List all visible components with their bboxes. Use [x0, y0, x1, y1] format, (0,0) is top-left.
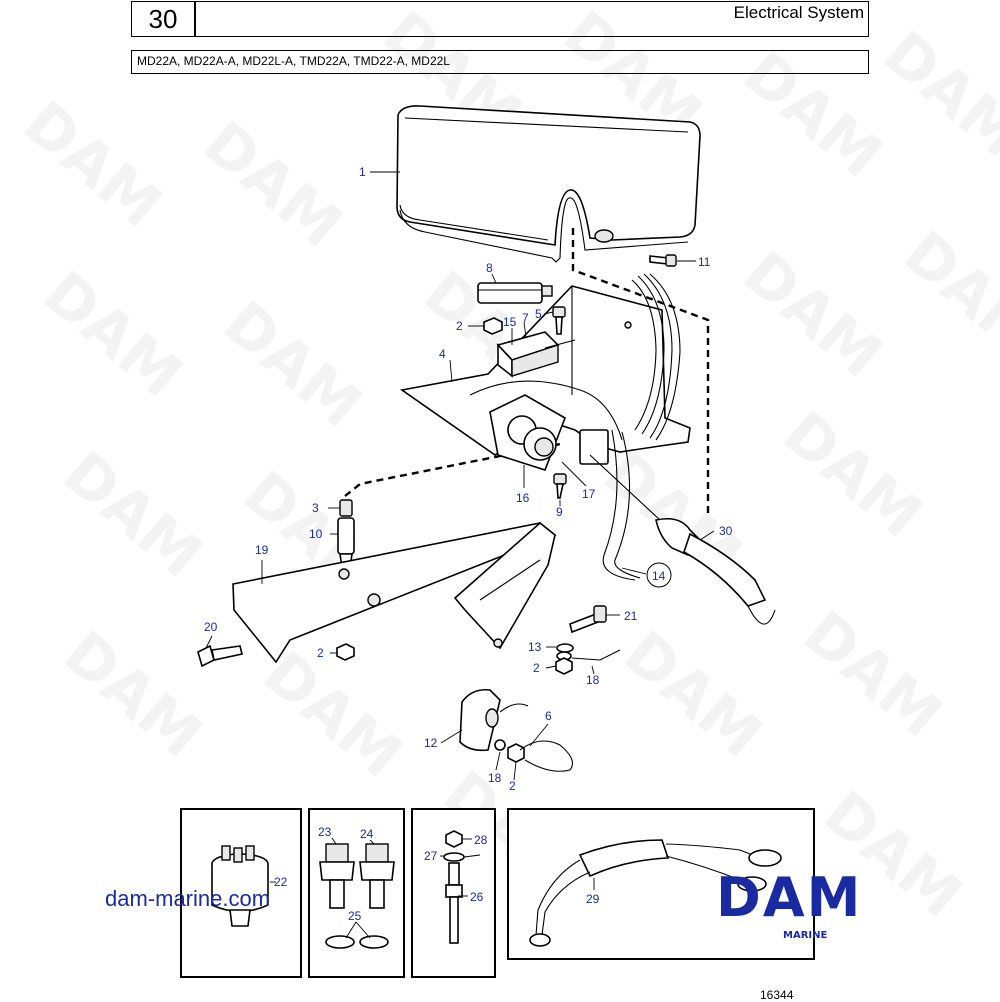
washer-stack [555, 643, 621, 675]
callout-3: 3 [312, 501, 319, 515]
callout-30: 30 [719, 524, 733, 538]
watermark-text: DAM [10, 88, 174, 242]
callout-5: 5 [535, 307, 542, 321]
assembly-line [571, 228, 710, 515]
section-title-box: Electrical System [195, 1, 869, 37]
watermark-text: DAM [50, 618, 214, 772]
callout-2: 2 [317, 646, 324, 660]
callout-21: 21 [624, 609, 638, 623]
model-list: MD22A, MD22A-A, MD22L-A, TMD22A, TMD22-A… [137, 54, 450, 68]
callout-1: 1 [359, 165, 366, 179]
watermark-text: DAM [790, 598, 954, 752]
callout-6: 6 [545, 709, 552, 723]
sensor-12 [459, 688, 573, 772]
callout-12: 12 [424, 736, 438, 750]
callout-8: 8 [486, 261, 493, 275]
callout-18: 18 [586, 673, 600, 687]
watermark-text: DAM [770, 398, 934, 552]
inset-26-27-28 [411, 808, 496, 978]
watermark-text: DAM [870, 18, 1000, 172]
terminal-block-16 [489, 394, 609, 471]
leader-lines [205, 171, 715, 939]
callout-9: 9 [556, 505, 563, 519]
callout-2: 2 [509, 779, 516, 793]
website-link[interactable]: dam-marine.com [105, 886, 271, 911]
nut-2-bracket [336, 643, 355, 661]
callout-18: 18 [488, 771, 502, 785]
inset-22 [180, 808, 302, 978]
inset-23-24-25 [308, 808, 405, 978]
callout-23: 23 [318, 825, 332, 839]
callout-19: 19 [255, 543, 269, 557]
callout-4: 4 [439, 347, 446, 361]
callout-labels: 1 11 8 2 15 7 5 4 16 17 9 3 10 19 20 2 2… [204, 165, 733, 923]
bolt-21 [569, 605, 607, 634]
callout-13: 13 [528, 640, 542, 654]
nut-2-top [483, 317, 503, 335]
callout-20: 20 [204, 620, 218, 634]
watermark-text: DAM [50, 438, 214, 592]
screw-11 [649, 254, 677, 267]
bolt-20 [197, 644, 243, 668]
callout-26: 26 [470, 890, 484, 904]
callout-22: 22 [274, 875, 288, 889]
figure-number: 16344 [760, 988, 794, 1002]
callout-2: 2 [533, 661, 540, 675]
section-number: 30 [131, 1, 195, 37]
watermark-text: DAM [210, 288, 374, 442]
callout-14: 14 [652, 569, 666, 583]
watermark-text: DAM [190, 108, 354, 262]
callout-27: 27 [424, 849, 438, 863]
callout-24: 24 [360, 827, 374, 841]
callout-7: 7 [522, 311, 529, 325]
callout-29: 29 [586, 892, 600, 906]
callout-16: 16 [516, 491, 530, 505]
relay-8 [477, 282, 553, 304]
dam-marine-logo: DAM [716, 866, 863, 929]
cable-30 [589, 454, 776, 625]
watermark-text: DAM [30, 258, 194, 412]
callout-25: 25 [348, 909, 362, 923]
spacer-10 [337, 499, 355, 569]
assembly-line [344, 442, 561, 497]
callout-circle-14 [646, 562, 672, 588]
callout-15: 15 [503, 315, 517, 329]
callout-2: 2 [456, 319, 463, 333]
logo-subtitle: MARINE [783, 930, 828, 941]
wire-bundle [469, 273, 681, 581]
callout-28: 28 [474, 833, 488, 847]
watermark-text: DAM [890, 218, 1000, 372]
section-title: Electrical System [733, 3, 864, 22]
relay-socket-15 [496, 331, 576, 378]
cover-box [396, 105, 701, 263]
screw-9 [553, 473, 567, 499]
callout-17: 17 [582, 487, 596, 501]
bracket-19 [232, 521, 557, 664]
inset-29 [507, 808, 815, 960]
models-box: MD22A, MD22A-A, MD22L-A, TMD22A, TMD22-A… [131, 50, 869, 74]
watermark-text: DAM [730, 238, 894, 392]
callout-11: 11 [698, 255, 711, 269]
watermark-text: DAM [610, 618, 774, 772]
watermark-text: DAM [730, 38, 894, 192]
callout-10: 10 [309, 527, 323, 541]
